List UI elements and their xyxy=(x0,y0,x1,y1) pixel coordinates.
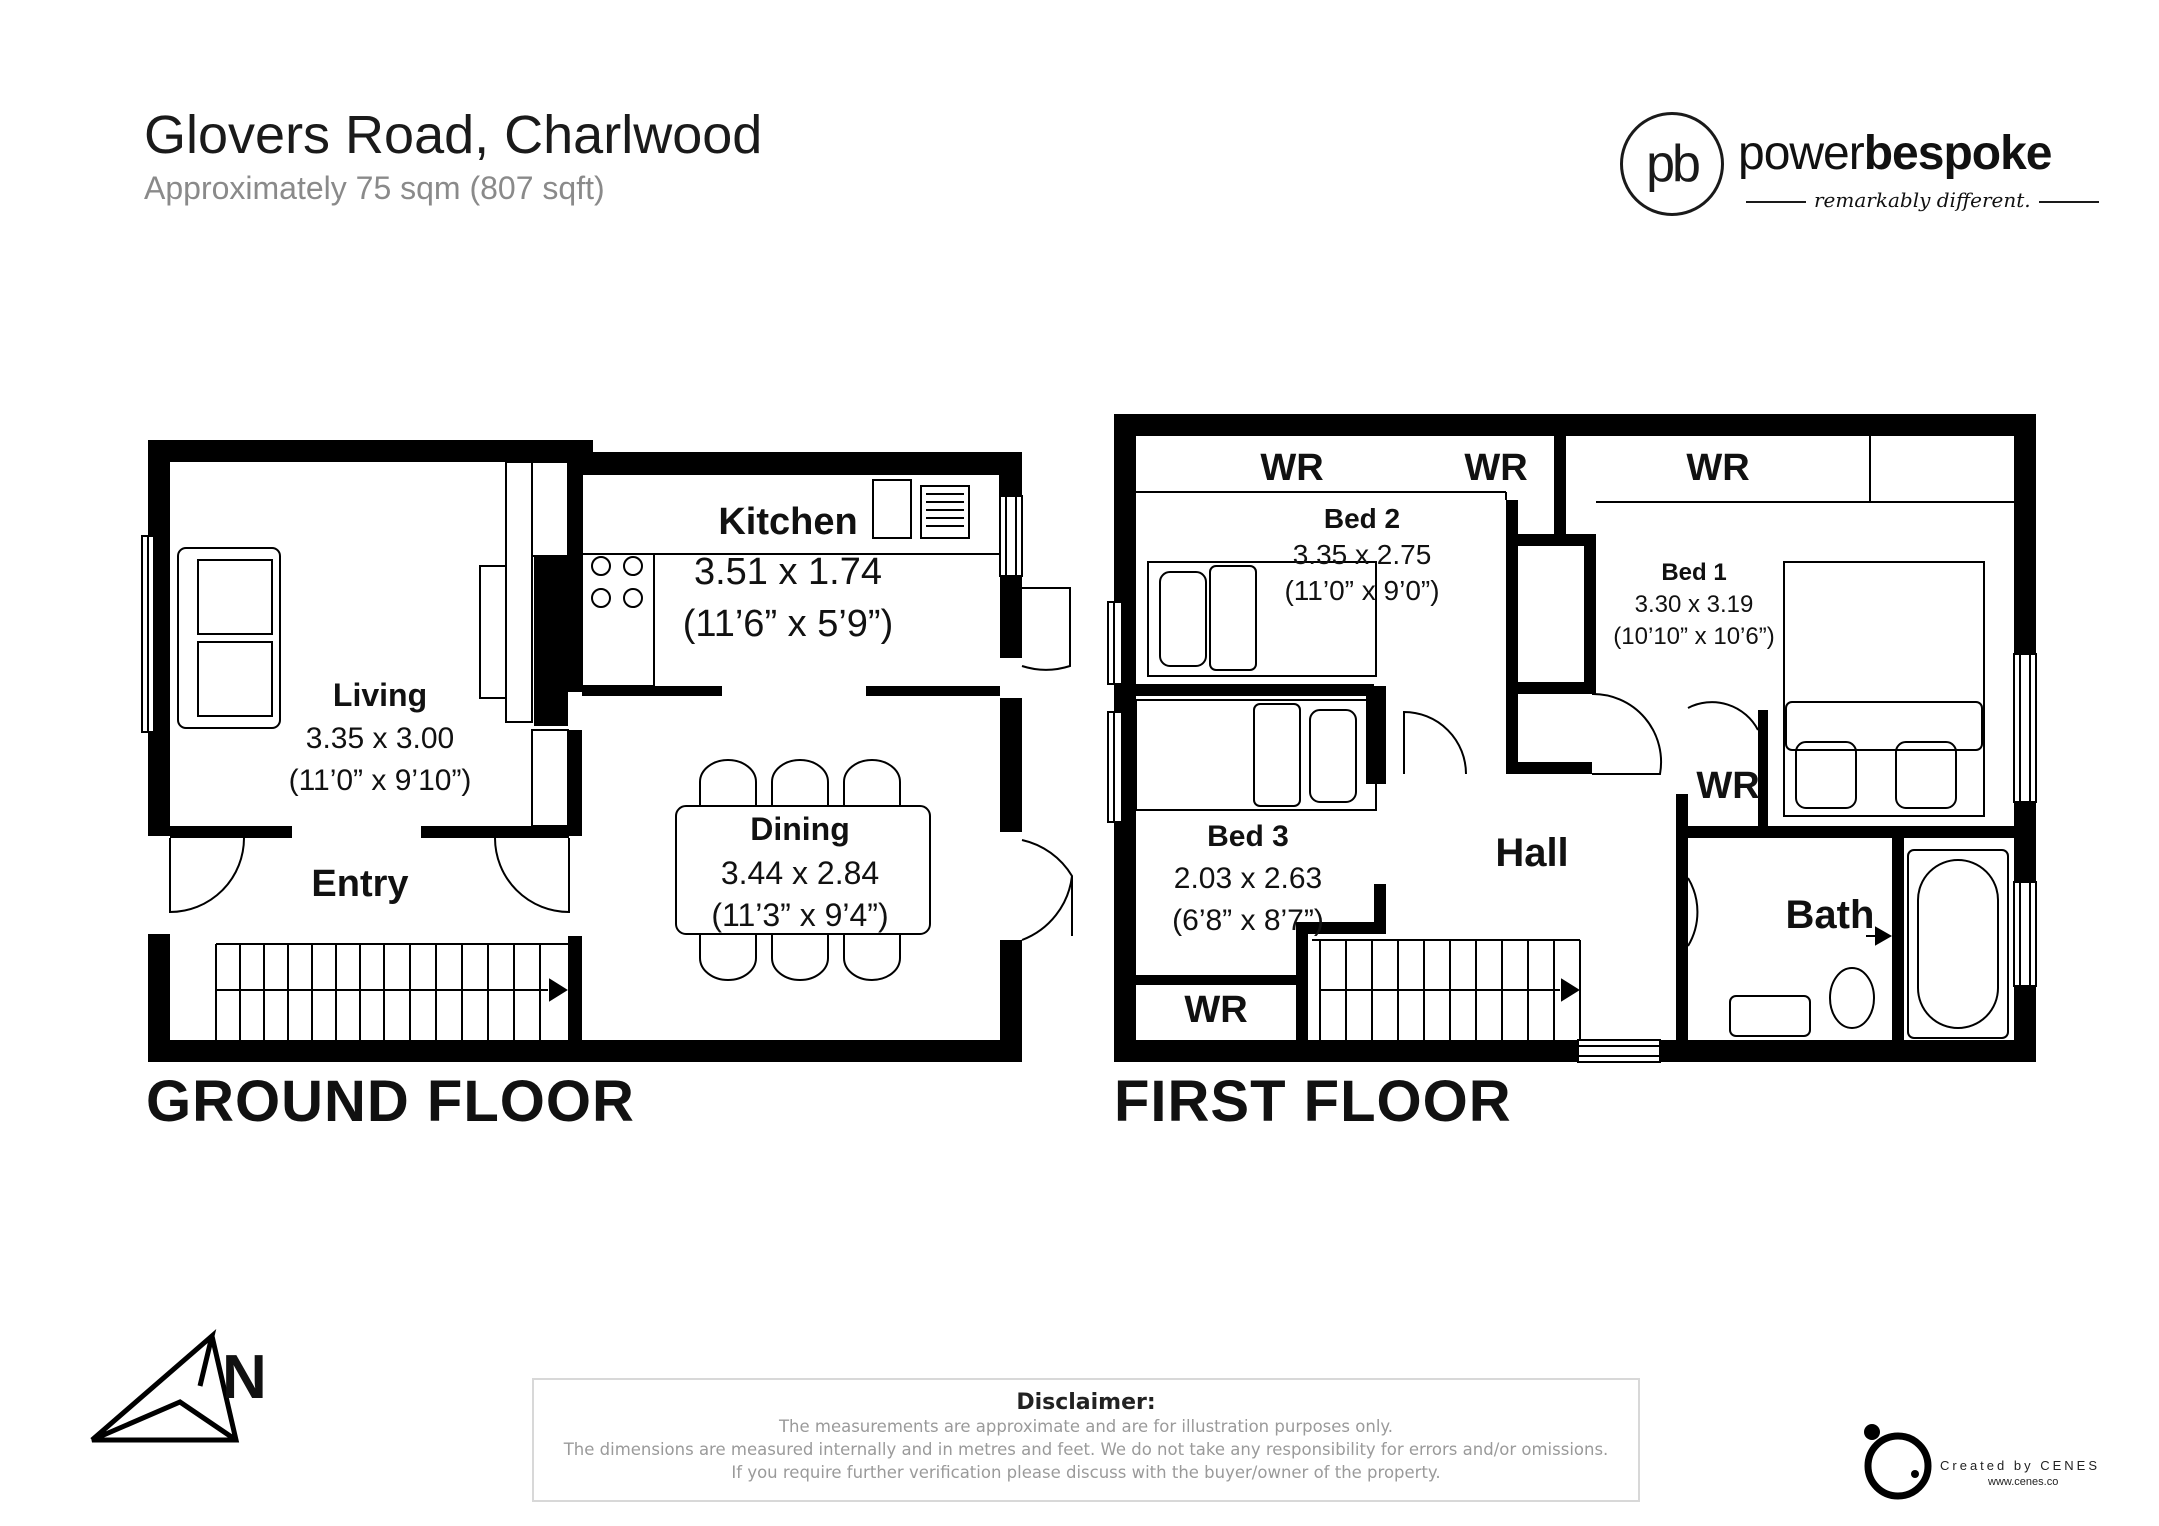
ground-floor-plan xyxy=(141,440,1073,1062)
compass-icon xyxy=(90,1329,240,1443)
first-floor-room-labels: WR WR WR WR WR Bed 2 3.35 x 2.75 (11’0” … xyxy=(1172,447,1874,1031)
ground-floor-walls xyxy=(148,440,1022,1062)
credit-text: Created by CENES xyxy=(1940,1458,2100,1473)
disclaimer-line: The dimensions are measured internally a… xyxy=(563,1440,1609,1459)
plan-area: Approximately 75 sqm (807 sqft) xyxy=(144,170,605,206)
bath-name: Bath xyxy=(1786,893,1875,937)
ground-floor-room-labels: Living 3.35 x 3.00 (11’0” x 9’10”) Kitch… xyxy=(289,501,894,933)
bed1-name: Bed 1 xyxy=(1661,559,1726,586)
bed3-imperial: (6’8” x 8’7”) xyxy=(1172,904,1324,937)
dining-name: Dining xyxy=(750,811,850,847)
disclaimer-line: The measurements are approximate and are… xyxy=(778,1417,1394,1436)
first-floor-plan xyxy=(1107,414,2037,1063)
bed1-imperial: (10’10” x 10’6”) xyxy=(1613,623,1774,650)
kitchen-name: Kitchen xyxy=(718,501,857,543)
ground-floor-stairs xyxy=(215,943,568,1040)
living-name: Living xyxy=(333,677,427,713)
plan-title: Glovers Road, Charlwood xyxy=(144,105,763,165)
brand-tagline: remarkably different. xyxy=(1738,188,2068,212)
first-floor-stairs xyxy=(1312,939,1581,1040)
kitchen-metric: 3.51 x 1.74 xyxy=(694,551,882,593)
compass-north-label: N xyxy=(222,1343,267,1412)
dining-metric: 3.44 x 2.84 xyxy=(721,855,879,891)
wr3-name: WR xyxy=(1686,447,1749,489)
first-floor-label: FIRST FLOOR xyxy=(1114,1069,1512,1134)
bed2-metric: 3.35 x 2.75 xyxy=(1293,539,1432,570)
living-metric: 3.35 x 3.00 xyxy=(306,722,454,755)
disclaimer-box: Disclaimer: The measurements are approxi… xyxy=(532,1378,1640,1502)
wr1-name: WR xyxy=(1260,447,1323,489)
dining-imperial: (11’3” x 9’4”) xyxy=(711,897,888,933)
cenes-logo-icon xyxy=(1864,1424,1932,1500)
entry-name: Entry xyxy=(311,863,408,905)
brand-logo: pb powerbespoke remarkably different. xyxy=(1620,112,2070,232)
first-floor-walls xyxy=(1114,414,2036,1062)
bed2-imperial: (11’0” x 9’0”) xyxy=(1284,575,1439,606)
wr2-name: WR xyxy=(1464,447,1527,489)
wr4-name: WR xyxy=(1696,765,1759,807)
credit: Created by CENES www.cenes.co xyxy=(1852,1410,2132,1500)
disclaimer-title: Disclaimer: xyxy=(1016,1390,1156,1415)
brand-tagline-text: remarkably different. xyxy=(1814,188,2031,212)
wr5-name: WR xyxy=(1184,989,1247,1031)
kitchen-imperial: (11’6” x 5’9”) xyxy=(683,603,893,645)
bed3-metric: 2.03 x 2.63 xyxy=(1174,862,1322,895)
brand-mark: pb xyxy=(1620,112,1724,216)
brand-name: powerbespoke xyxy=(1738,126,2053,181)
living-imperial: (11’0” x 9’10”) xyxy=(289,764,472,797)
bed3-name: Bed 3 xyxy=(1207,820,1289,853)
bed1-metric: 3.30 x 3.19 xyxy=(1635,591,1754,618)
brand-name-bold: bespoke xyxy=(1863,127,2053,180)
hall-name: Hall xyxy=(1495,831,1568,875)
brand-name-light: power xyxy=(1738,127,1865,180)
disclaimer-line: If you require further verification plea… xyxy=(731,1463,1441,1482)
bed2-name: Bed 2 xyxy=(1324,503,1400,534)
credit-url: www.cenes.co xyxy=(1988,1476,2059,1488)
ground-floor-label: GROUND FLOOR xyxy=(146,1069,635,1134)
